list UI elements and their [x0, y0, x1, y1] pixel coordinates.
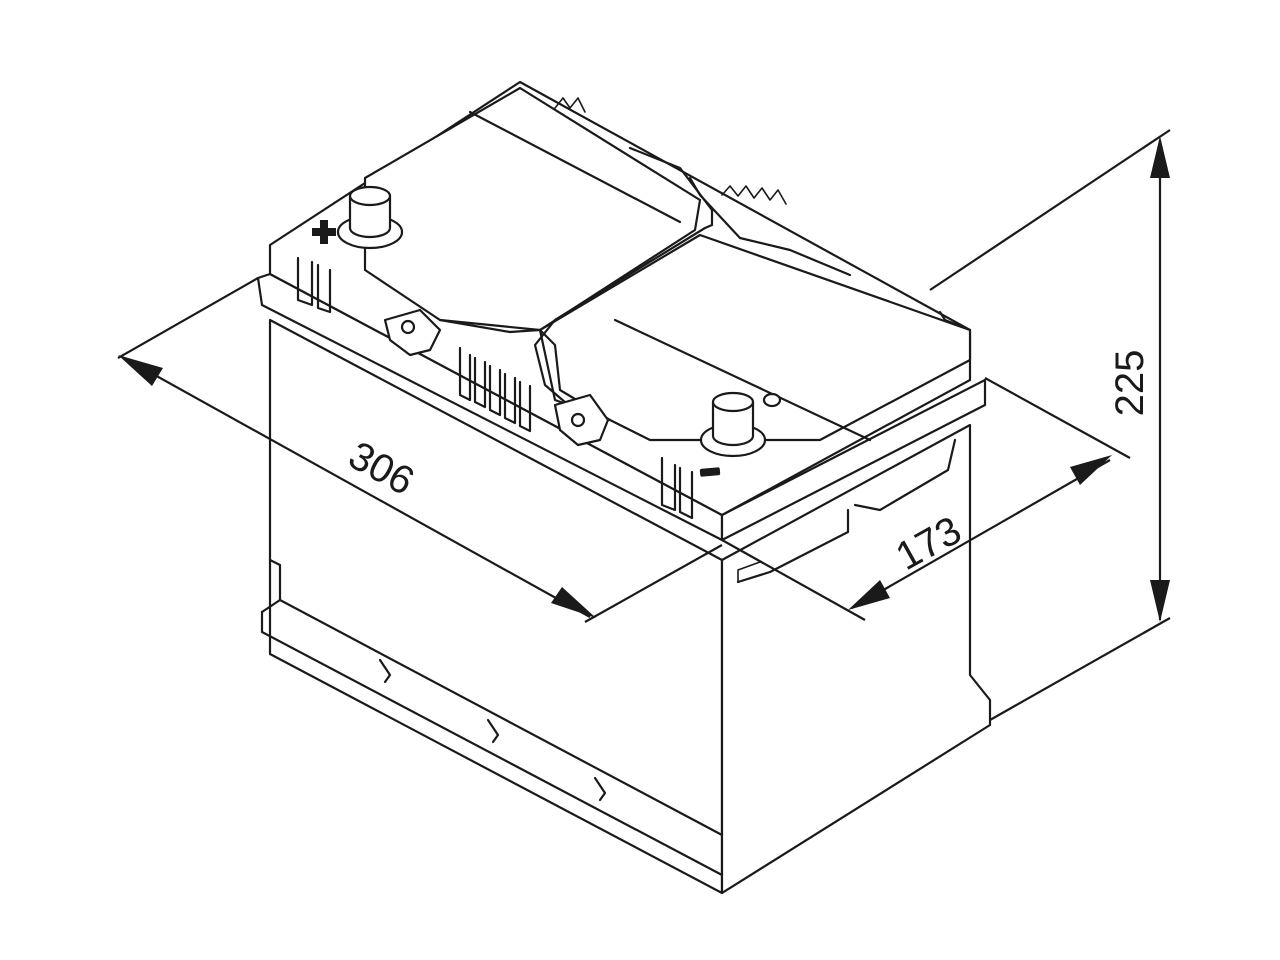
lid-rim-side — [720, 378, 987, 542]
battery-side-face — [720, 423, 992, 895]
positive-terminal — [336, 185, 404, 250]
vent-block-center — [458, 346, 532, 433]
height-label: 225 — [1108, 350, 1152, 417]
arrowhead — [1150, 580, 1170, 622]
base-rim-lower — [260, 610, 724, 877]
clip-left — [296, 256, 332, 314]
arrowhead — [1070, 455, 1112, 485]
arrowhead — [551, 587, 596, 618]
dimension-height: 225 — [929, 129, 1171, 721]
lid-ridge-right — [613, 318, 872, 442]
base-notch-1 — [378, 658, 392, 684]
base-rim — [268, 558, 724, 837]
clip-right — [660, 456, 694, 520]
lid-channel-outer — [533, 146, 714, 417]
base-notch-2 — [486, 718, 500, 744]
arrowhead — [1150, 136, 1170, 178]
flip-cap-left — [383, 308, 442, 357]
vent-teeth-rear-2 — [721, 185, 787, 205]
arrowhead — [848, 580, 890, 610]
lid-channel-edge — [438, 318, 612, 422]
flip-cap-right — [553, 393, 610, 447]
side-recess-2 — [853, 438, 957, 512]
minus-icon — [699, 467, 721, 477]
lid-channel-inner — [688, 176, 852, 277]
battery-body — [260, 318, 992, 895]
vent-teeth-rear-1 — [554, 97, 586, 113]
negative-terminal — [699, 391, 782, 458]
plus-icon — [312, 220, 336, 244]
arrowhead — [118, 355, 163, 386]
side-recess-1 — [736, 508, 850, 584]
lid-ridge-left — [468, 110, 682, 224]
base-notch-3 — [593, 776, 607, 802]
